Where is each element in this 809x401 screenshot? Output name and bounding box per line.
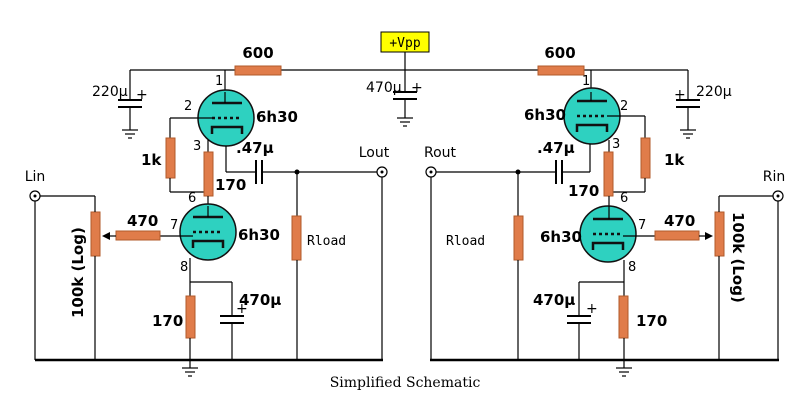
vpp-label: +Vpp	[389, 36, 420, 51]
left-plate-res-label: 600	[242, 44, 273, 62]
right-grid-stopper-label: 470	[664, 212, 695, 230]
left-upper-tube-label: 6h30	[256, 108, 298, 126]
right-upper-tube-label: 6h30	[524, 106, 566, 124]
left-load-label: Rload	[307, 234, 346, 249]
ground-icon	[122, 129, 138, 139]
right-cathode-res-lower	[618, 295, 629, 339]
left-lower-tube-label: 6h30	[238, 226, 280, 244]
svg-text:+: +	[236, 301, 248, 317]
ground-icon	[616, 367, 632, 377]
svg-text:7: 7	[638, 218, 646, 233]
left-output-label: Lout	[359, 145, 390, 161]
svg-text:6: 6	[188, 191, 196, 206]
left-grid-stopper	[115, 230, 161, 241]
right-output-label: Rout	[424, 145, 457, 161]
right-cathode-res-upper-label: 170	[568, 182, 599, 200]
right-grid-res-label: 1k	[664, 151, 685, 169]
right-cathode-cap-label: 470μ	[533, 291, 575, 309]
svg-text:2: 2	[620, 99, 628, 114]
supply-cap-label: 470μ	[366, 80, 402, 96]
right-grid-resistor	[640, 137, 651, 179]
right-load-label: Rload	[446, 234, 485, 249]
left-channel: 600 220μ + 6h30 1 2 3 1k 170	[25, 44, 390, 377]
left-load-resistor	[291, 215, 302, 261]
svg-text:7: 7	[170, 218, 178, 233]
left-volume-pot	[90, 211, 101, 257]
left-grid-res-label: 1k	[141, 151, 162, 169]
left-bypass-cap-label: 220μ	[92, 84, 128, 100]
right-load-resistor	[513, 215, 524, 261]
left-grid-stopper-label: 470	[127, 212, 158, 230]
right-lower-tube-label: 6h30	[540, 228, 582, 246]
left-cathode-res-lower-label: 170	[152, 312, 183, 330]
left-plate-resistor	[234, 65, 282, 76]
right-coupling-cap-label: .47μ	[537, 139, 575, 157]
left-cathode-res-upper-label: 170	[215, 176, 246, 194]
right-input-label: Rin	[763, 169, 786, 185]
svg-text:2: 2	[184, 99, 192, 114]
svg-text:8: 8	[628, 260, 636, 275]
right-plate-res-label: 600	[544, 44, 575, 62]
left-grid-resistor	[165, 137, 176, 179]
left-cathode-res-upper	[203, 151, 214, 197]
svg-text:+: +	[586, 301, 598, 317]
right-cathode-res-lower-label: 170	[636, 312, 667, 330]
svg-text:3: 3	[193, 139, 201, 154]
ground-icon	[397, 117, 413, 127]
svg-text:1: 1	[582, 74, 590, 89]
left-coupling-cap-label: .47μ	[236, 139, 274, 157]
right-pot-label: 100k (Log)	[729, 212, 747, 303]
left-cathode-res-lower	[185, 295, 196, 339]
right-volume-pot	[714, 211, 725, 257]
svg-text:+: +	[674, 87, 686, 103]
left-cathode-cap-label: 470μ	[239, 291, 281, 309]
svg-text:3: 3	[612, 137, 620, 152]
svg-text:+: +	[411, 80, 423, 96]
caption: Simplified Schematic	[330, 375, 481, 391]
svg-text:6: 6	[620, 191, 628, 206]
ground-icon	[680, 129, 696, 139]
right-plate-resistor	[537, 65, 585, 76]
right-grid-stopper	[654, 230, 700, 241]
svg-text:+: +	[136, 87, 148, 103]
svg-text:1: 1	[215, 74, 223, 89]
ground-icon	[182, 367, 198, 377]
left-input-label: Lin	[25, 169, 46, 185]
right-bypass-cap-label: 220μ	[696, 84, 732, 100]
svg-text:8: 8	[180, 260, 188, 275]
right-channel: 600 220μ + 6h30 1 2 3 1k 170 6	[424, 44, 786, 377]
supply-section: +Vpp 470μ +	[130, 31, 688, 127]
right-cathode-res-upper	[603, 151, 614, 197]
left-pot-label: 100k (Log)	[69, 227, 87, 318]
